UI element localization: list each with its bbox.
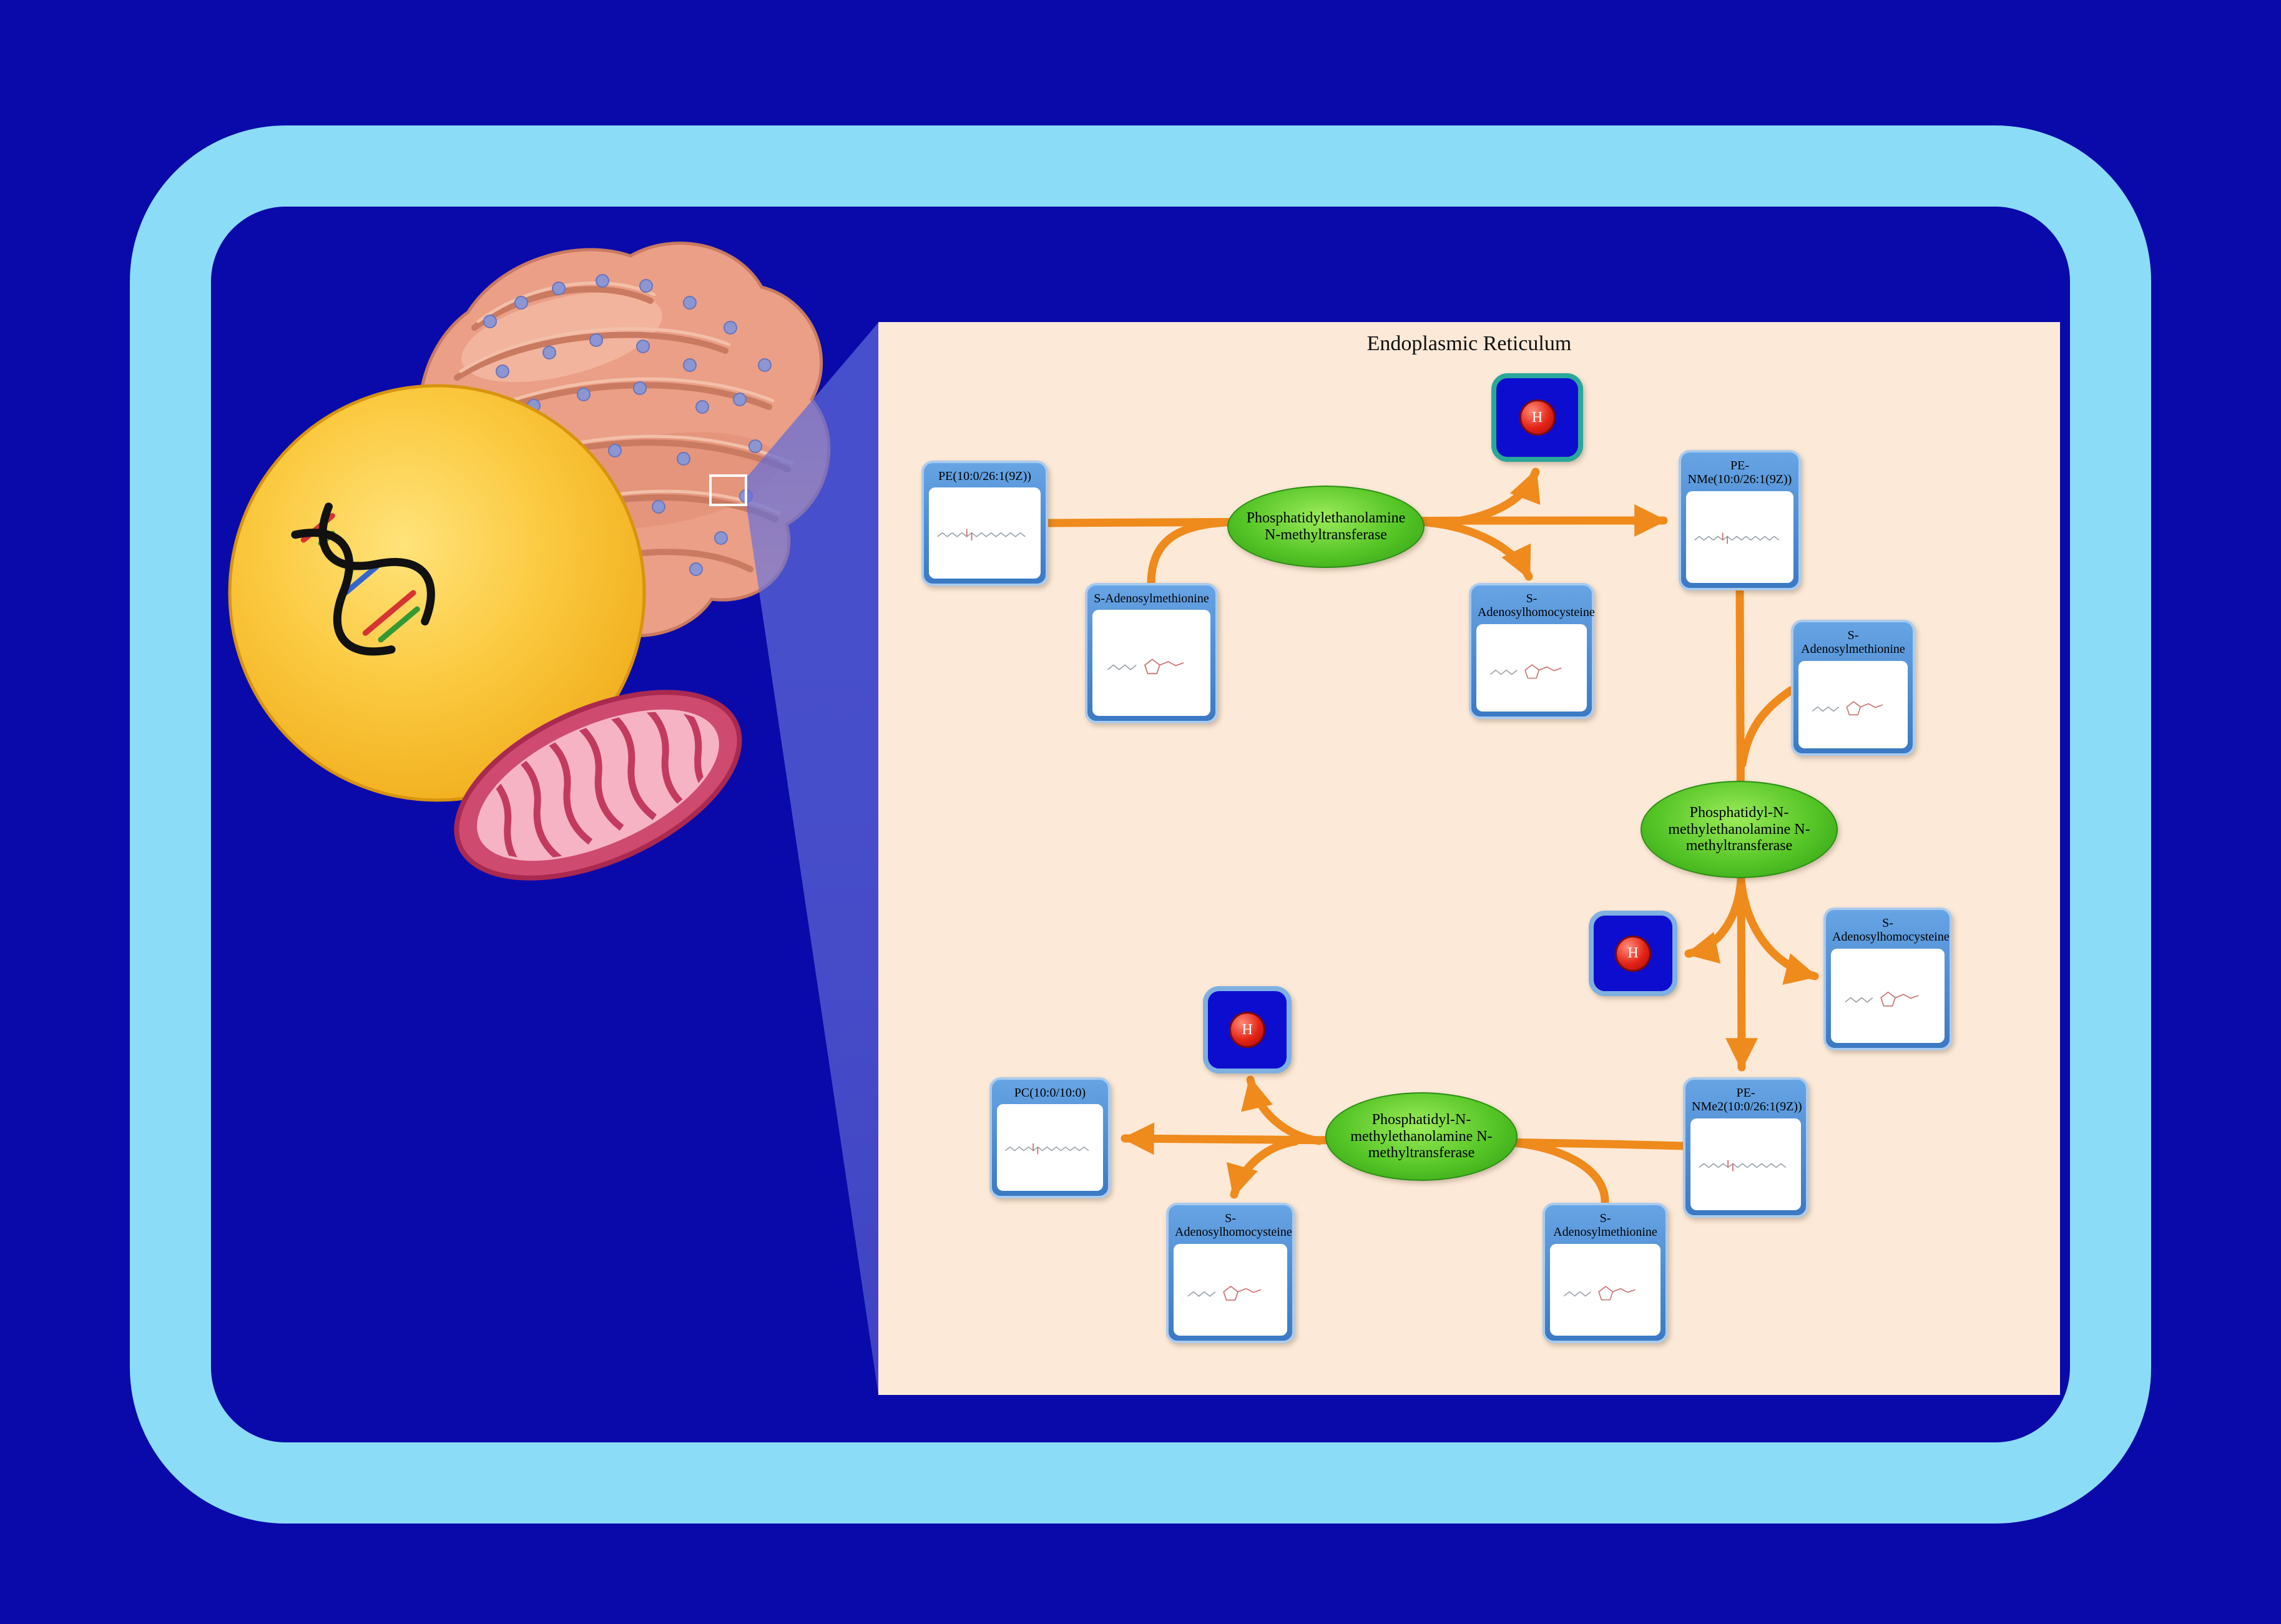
enzyme-label: Phosphatidyl-N-methylethanolamine N-meth… [1668, 804, 1810, 854]
chain-structure-icon [1694, 532, 1779, 544]
enzyme-node-pnmt-bottom[interactable]: Phosphatidyl-N-methylethanolamine N-meth… [1325, 1092, 1518, 1181]
reaction-arrows [1044, 467, 1819, 1206]
metabolite-node-pe[interactable]: PE(10:0/26:1(9Z)) [921, 461, 1048, 586]
structure-thumbnail [1092, 610, 1210, 716]
ion-node-hydrogen-bottom[interactable]: H [1203, 986, 1292, 1074]
metabolite-label: S-Adenosylmethionine [1801, 629, 1905, 657]
metabolite-label: S-Adenosylmethionine [1094, 592, 1209, 605]
metabolite-node-pe-nme[interactable]: PE-NMe(10:0/26:1(9Z)) [1679, 450, 1801, 590]
metabolite-label: S-Adenosylhomocysteine [1175, 1211, 1292, 1240]
sam-structure-icon [1107, 658, 1184, 675]
sam-structure-icon [1812, 700, 1883, 715]
structure-thumbnail [997, 1104, 1103, 1191]
metabolite-node-sah-bottom[interactable]: S-Adenosylhomocysteine [1166, 1203, 1295, 1343]
sah-structure-icon [1489, 663, 1562, 679]
metabolite-node-sam-top[interactable]: S-Adenosylmethionine [1085, 583, 1218, 723]
structure-thumbnail [1831, 948, 1945, 1043]
metabolite-label: PE(10:0/26:1(9Z)) [938, 469, 1031, 483]
enzyme-node-pnmt-mid[interactable]: Phosphatidyl-N-methylethanolamine N-meth… [1641, 781, 1838, 878]
metabolite-label: S-Adenosylhomocysteine [1832, 916, 1950, 944]
structure-thumbnail [1686, 491, 1793, 583]
structure-thumbnail [1174, 1243, 1287, 1336]
structure-thumbnail [1550, 1243, 1660, 1336]
panel-title: Endoplasmic Reticulum [1366, 332, 1572, 355]
zoom-source-rect [709, 474, 747, 506]
structure-thumbnail [1690, 1118, 1801, 1210]
metabolite-node-pc[interactable]: PC(10:0/10:0) [989, 1077, 1111, 1198]
mitochondrion-illustration [454, 690, 742, 881]
metabolite-node-sah-top[interactable]: S-Adenosylhomocysteine [1469, 583, 1595, 719]
sah-structure-icon [1845, 991, 1919, 1007]
ion-label: H [1531, 409, 1543, 426]
ion-node-hydrogen-right[interactable]: H [1589, 911, 1677, 996]
enzyme-label: Phosphatidylethanolamine N-methyltransfe… [1246, 510, 1406, 543]
chain-structure-icon [1699, 1160, 1787, 1172]
metabolite-node-sam-right[interactable]: S-Adenosylmethionine [1791, 620, 1915, 756]
structure-thumbnail [929, 487, 1041, 579]
cell-illustration [228, 242, 831, 881]
enzyme-node-pemt[interactable]: Phosphatidylethanolamine N-methyltransfe… [1227, 486, 1425, 568]
metabolite-node-sam-bottom[interactable]: S-Adenosylmethionine [1543, 1203, 1668, 1343]
sam-structure-icon [1563, 1286, 1636, 1301]
ion-label: H [1242, 1021, 1253, 1038]
metabolite-node-sah-right[interactable]: S-Adenosylhomocysteine [1823, 907, 1952, 1050]
ion-node-hydrogen-top[interactable]: H [1491, 373, 1583, 462]
enzyme-label: Phosphatidyl-N-methylethanolamine N-meth… [1350, 1111, 1493, 1162]
zoom-beam [709, 323, 878, 1394]
dna-icon [291, 502, 435, 656]
ion-label: H [1627, 945, 1639, 961]
metabolite-label: S-Adenosylmethionine [1553, 1211, 1657, 1240]
metabolite-label: PC(10:0/10:0) [1014, 1086, 1086, 1100]
metabolite-label: PE-NMe2(10:0/26:1(9Z)) [1692, 1086, 1802, 1114]
metabolite-label: S-Adenosylhomocysteine [1478, 592, 1595, 620]
structure-thumbnail [1476, 624, 1587, 712]
nucleus-illustration [228, 384, 646, 802]
chain-structure-icon [937, 529, 1026, 541]
metabolite-node-pe-nme2[interactable]: PE-NMe2(10:0/26:1(9Z)) [1683, 1077, 1808, 1218]
hydrogen-ion-icon: H [1229, 1012, 1265, 1048]
pathway-panel: Endoplasmic Reticulum [878, 322, 2060, 1395]
chain-structure-icon [1004, 1143, 1089, 1155]
cell-membrane-frame [130, 125, 2151, 1524]
hydrogen-ion-icon: H [1615, 935, 1651, 972]
structure-thumbnail [1798, 660, 1908, 748]
metabolite-label: PE-NMe(10:0/26:1(9Z)) [1687, 459, 1792, 487]
hydrogen-ion-icon: H [1519, 399, 1556, 436]
sah-structure-icon [1187, 1285, 1262, 1301]
